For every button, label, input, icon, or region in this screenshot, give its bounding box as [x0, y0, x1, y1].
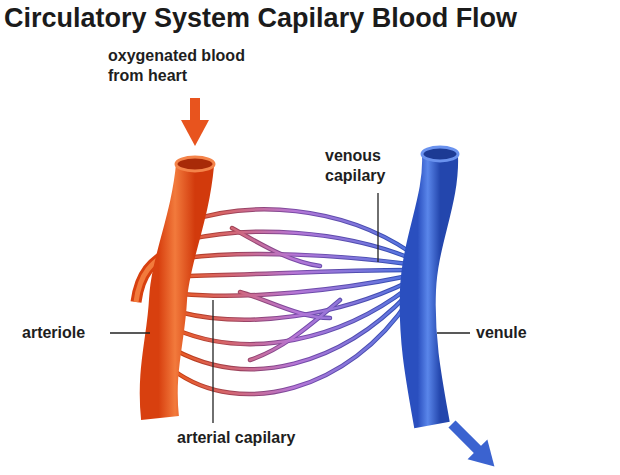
arrow-shaft: [448, 420, 482, 454]
leader-line: [110, 332, 150, 333]
flow-label: oxygenated blood from heart: [108, 46, 268, 86]
capillary-branch: [232, 228, 320, 266]
arrow-head: [181, 120, 209, 146]
leader-line: [437, 332, 470, 333]
venule: [418, 155, 440, 425]
capillary: [175, 294, 408, 369]
part-label: venous capilary: [325, 146, 425, 186]
capillary: [183, 270, 408, 276]
leader-lines: [110, 193, 470, 423]
capillary-branch: [250, 300, 340, 360]
venule-tube: [418, 147, 458, 425]
venule-opening: [422, 147, 458, 161]
outflow-arrow: [442, 414, 504, 475]
capillary: [177, 288, 408, 344]
part-label: venule: [476, 323, 527, 343]
capillary-branch: [240, 292, 330, 318]
leader-line: [212, 300, 213, 423]
part-label: arteriole: [22, 323, 85, 343]
arrow-head: [468, 440, 505, 475]
arrow-shaft: [190, 98, 200, 122]
diagram-title: Circulatory System Capilary Blood Flow: [4, 2, 517, 34]
capillary-branch: [240, 292, 330, 318]
capillary-branch: [250, 300, 340, 360]
arteriole: [159, 165, 195, 418]
inflow-arrow: [181, 98, 209, 146]
capillary: [175, 294, 408, 369]
capillary-outline: [173, 209, 410, 394]
capillary-network: [173, 209, 410, 394]
arteriole-tube: [136, 157, 214, 418]
capillary: [173, 300, 409, 394]
capillary: [181, 276, 408, 296]
capillary-fill: [173, 209, 410, 394]
capillary: [173, 300, 409, 394]
capillary: [181, 276, 408, 296]
arteriole-opening: [176, 157, 214, 171]
capillary: [183, 270, 408, 276]
leader-line: [377, 193, 378, 262]
part-label: arterial capilary: [177, 428, 297, 448]
